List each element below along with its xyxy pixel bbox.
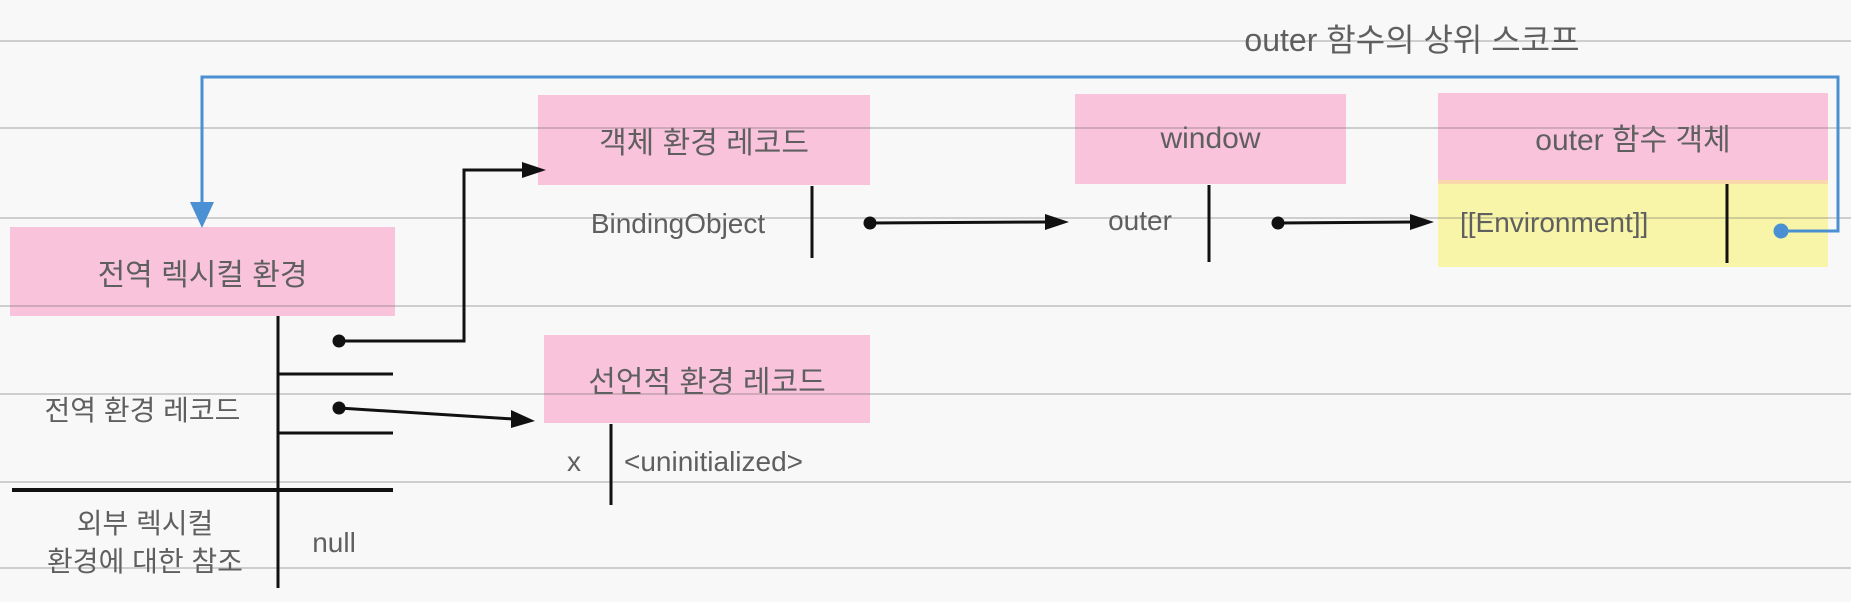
environment-slot-box <box>1438 184 1828 267</box>
ruled-line <box>0 217 1851 219</box>
declarative-env-record-box: 선언적 환경 레코드 <box>544 335 870 423</box>
diagram-title: outer 함수의 상위 스코프 <box>1244 22 1580 58</box>
global-to-object-record-arrow <box>332 162 546 348</box>
binding-object-row-label: BindingObject <box>590 208 766 239</box>
global-lexical-env-box: 전역 렉시컬 환경 <box>10 227 395 316</box>
window-object-label: window <box>1160 122 1261 155</box>
global-env-record-label: 전역 환경 레코드 <box>44 395 241 426</box>
outer-scope-chain-arrow <box>190 75 1840 239</box>
declarative-env-record-label: 선언적 환경 레코드 <box>588 366 826 399</box>
object-env-record-box: 객체 환경 레코드 <box>538 95 870 185</box>
ruled-line <box>0 567 1851 569</box>
global-lexical-env-label: 전역 렉시컬 환경 <box>97 258 308 292</box>
outer-prop-to-fn-object-arrow <box>1271 214 1434 230</box>
outer-fn-object-label: outer 함수 객체 <box>1535 123 1731 157</box>
ruled-line <box>0 40 1851 42</box>
environment-slot-label: [[Environment]] <box>1460 207 1649 238</box>
ruled-line <box>0 127 1851 129</box>
ruled-line <box>0 481 1851 483</box>
object-env-record-label: 객체 환경 레코드 <box>599 127 809 160</box>
window-object-box: window <box>1075 94 1346 184</box>
outer-fn-object-divider-strip <box>1438 180 1828 184</box>
x-binding-value: <uninitialized> <box>624 446 804 477</box>
ruled-line <box>0 393 1851 395</box>
outer-ref-label-line1: 외부 렉시컬 <box>76 508 214 539</box>
global-to-declarative-record-arrow <box>332 401 535 428</box>
binding-object-to-window-arrow <box>863 214 1069 230</box>
outer-fn-object-box: outer 함수 객체 <box>1438 93 1828 180</box>
null-value-label: null <box>312 527 356 558</box>
outer-prop-label: outer <box>1108 205 1172 236</box>
x-binding-name: x <box>567 446 581 477</box>
ruled-line <box>0 305 1851 307</box>
outer-ref-label-line2: 환경에 대한 참조 <box>47 546 243 577</box>
